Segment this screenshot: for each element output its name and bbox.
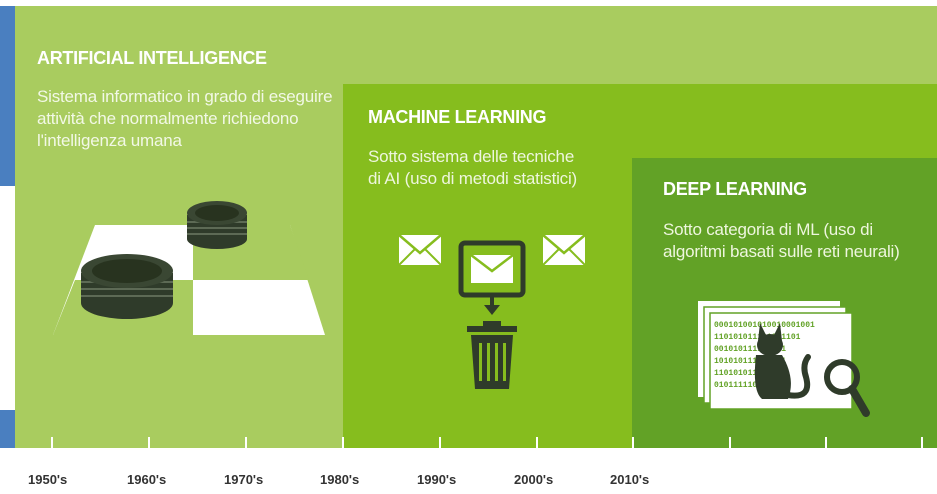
timeline-tick [245,437,247,453]
timeline-tick-base [629,450,637,453]
ai-description: Sistema informatico in grado di eseguire… [37,87,333,150]
binary-row: 010111110101 [714,381,772,390]
timeline-tick [825,437,827,453]
binary-row: 000101001010010001001 [714,321,815,330]
timeline-tick [921,437,923,453]
timeline-tick-base [726,450,734,453]
timeline-tick [439,437,441,453]
timeline-tick-base [145,450,153,453]
timeline-tick [729,437,731,453]
decade-label: 2000's [514,472,554,487]
binary-row: 101010111011011 [714,357,786,366]
timeline-tick-base [242,450,250,453]
trash-can-icon [467,321,517,389]
envelope-right-icon [542,234,586,266]
timeline-tick-base [436,450,444,453]
decade-label: 2010's [610,472,650,487]
ml-title: MACHINE LEARNING [368,107,547,127]
decade-label: 1970's [224,472,264,487]
timeline-tick [536,437,538,453]
cat-icon [754,323,811,399]
checker-piece-top [187,201,247,249]
timeline-tick [632,437,634,453]
binary-row: 001010111101011 [714,345,786,354]
cat-recognition-icon: 000101001010010001001 110101011101011101… [698,301,870,417]
email-spam-filter-icon [398,234,586,389]
magnifier-icon [824,359,870,417]
timeline-tick [148,437,150,453]
left-edge-strip-bottom [0,410,15,448]
timeline-tick-base [48,450,56,453]
timeline-tick-base [918,450,926,453]
timeline-tick-base [822,450,830,453]
inbox-frame-icon [458,240,526,298]
timeline-tick [342,437,344,453]
decade-label: 1990's [417,472,457,487]
checkers-board-icon [53,201,325,335]
timeline [0,448,937,494]
decade-label: 1980's [320,472,360,487]
timeline-tick-base [339,450,347,453]
dl-title: DEEP LEARNING [663,179,807,199]
timeline-tick-base [533,450,541,453]
dl-description: Sotto categoria di ML (uso di algoritmi … [663,220,900,261]
decade-label: 1960's [127,472,167,487]
left-edge-strip-top [0,6,15,186]
down-arrow-icon [484,295,500,315]
binary-row: 110101011101011101 [714,333,801,342]
binary-row: 110101011101 [714,369,772,378]
timeline-tick [51,437,53,453]
ml-description: Sotto sistema delle tecniche di AI (uso … [368,147,578,188]
decade-label: 1950's [28,472,68,487]
ai-title: ARTIFICIAL INTELLIGENCE [37,48,267,68]
envelope-left-icon [398,234,442,266]
checker-piece-bottom [81,254,173,319]
